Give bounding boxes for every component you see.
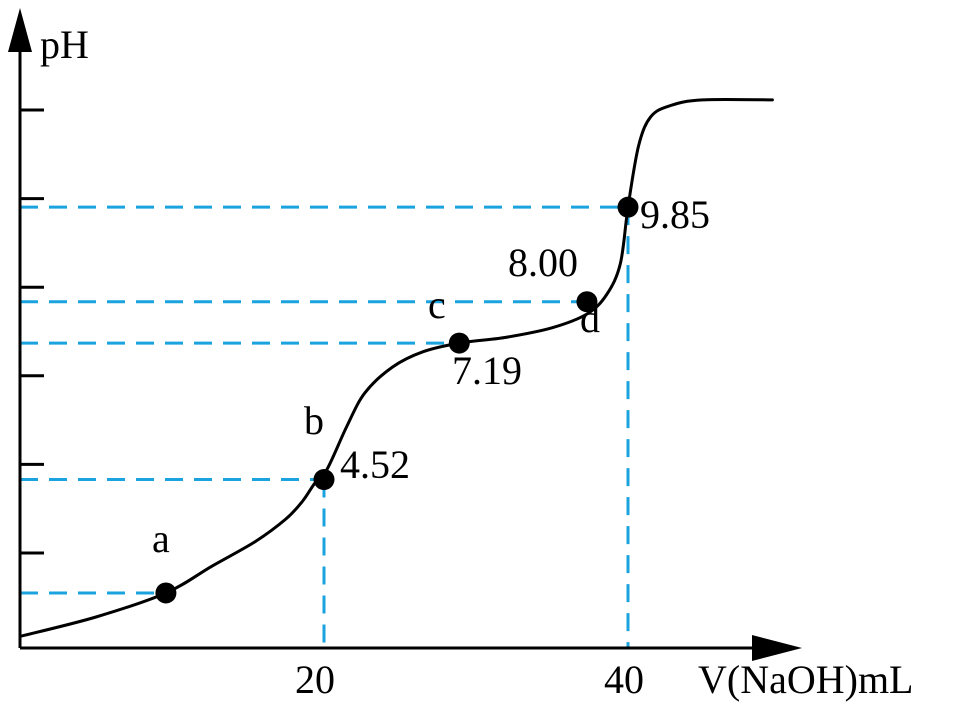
point-value-label: 9.85 bbox=[640, 192, 710, 237]
y-axis-arrowhead bbox=[8, 8, 32, 52]
chart-labels: pH V(NaOH)mL 20 40 a b c d 4.52 7.19 8.0… bbox=[40, 22, 914, 702]
data-point-marker bbox=[617, 196, 639, 218]
point-name-label: b bbox=[304, 398, 324, 443]
point-value-label: 7.19 bbox=[452, 348, 522, 393]
data-point-marker bbox=[448, 332, 470, 354]
data-point-marker bbox=[576, 291, 598, 313]
point-name-label: c bbox=[428, 282, 446, 327]
x-axis-title: V(NaOH)mL bbox=[698, 657, 914, 702]
x-tick-label: 20 bbox=[295, 657, 335, 702]
point-value-label: 8.00 bbox=[508, 240, 578, 285]
y-axis-ticks bbox=[20, 108, 44, 555]
x-tick-label: 40 bbox=[604, 657, 644, 702]
data-point-marker bbox=[313, 469, 335, 491]
y-axis-title: pH bbox=[40, 22, 89, 67]
point-value-label: 4.52 bbox=[340, 442, 410, 487]
data-point-marker bbox=[155, 582, 177, 604]
x-axis-arrowhead bbox=[752, 635, 802, 661]
data-points bbox=[155, 196, 639, 604]
point-name-label: d bbox=[580, 296, 600, 341]
titration-curve bbox=[18, 97, 774, 638]
guide-lines bbox=[20, 205, 630, 648]
point-name-label: a bbox=[152, 516, 170, 561]
axes bbox=[8, 8, 802, 661]
